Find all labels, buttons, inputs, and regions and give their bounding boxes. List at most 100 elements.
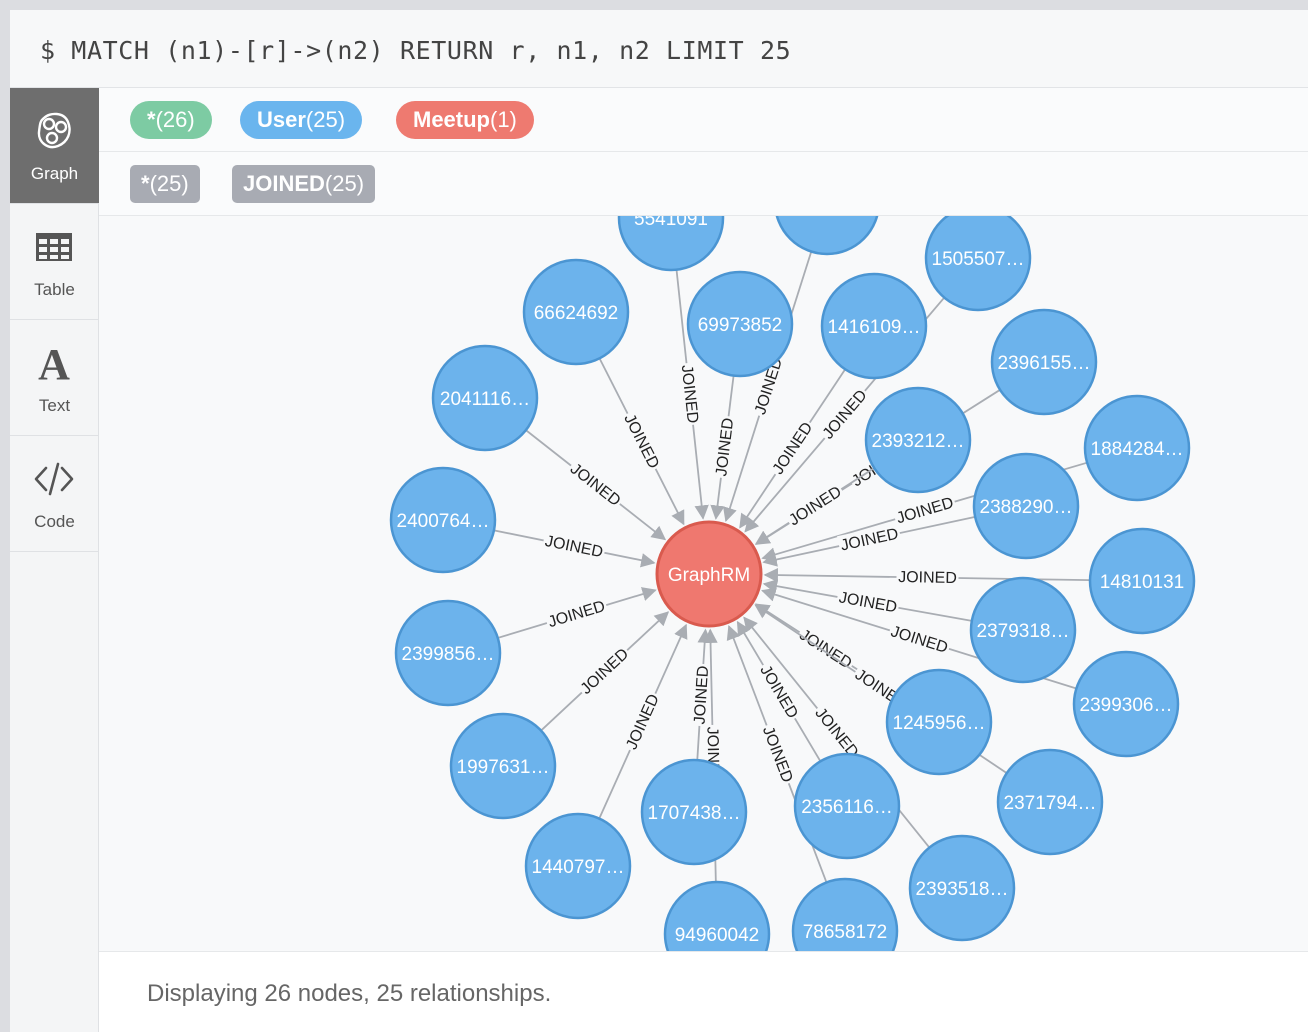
relationship-label-bg	[837, 523, 902, 554]
user-node-circle[interactable]	[969, 576, 1077, 684]
sidebar-item-text[interactable]: A Text	[10, 320, 99, 436]
table-icon	[36, 233, 72, 261]
user-node-circle[interactable]	[775, 216, 879, 256]
relationship-label: JOINED	[838, 589, 899, 616]
rel-pill-all[interactable]: *(25)	[130, 165, 200, 203]
user-node-circle[interactable]	[1072, 650, 1180, 758]
user-node-circle[interactable]	[686, 270, 794, 378]
user-node[interactable]: 2379318…	[969, 576, 1077, 684]
user-node[interactable]: 2396155…	[990, 308, 1098, 416]
user-node-circle[interactable]	[820, 272, 928, 380]
user-node[interactable]: 2041116…	[431, 344, 539, 452]
user-node-circle[interactable]	[864, 386, 972, 494]
relationship-label-bg	[620, 409, 665, 473]
user-node-circle[interactable]	[990, 308, 1098, 416]
user-node[interactable]: 1245956…	[885, 668, 993, 776]
user-node[interactable]: 2399306…	[1072, 650, 1180, 758]
user-node-circle[interactable]	[793, 752, 901, 860]
user-node-circle[interactable]	[394, 599, 502, 707]
relationship-label-bg	[896, 567, 959, 587]
user-node[interactable]: 1505507…	[924, 216, 1032, 312]
user-node-circle[interactable]	[996, 748, 1104, 856]
query-text[interactable]: $ MATCH (n1)-[r]->(n2) RETURN r, n1, n2 …	[40, 36, 792, 65]
relationship-label: JOINED	[811, 705, 861, 761]
meetup-node[interactable]: GraphRM	[655, 520, 763, 628]
user-node[interactable]: 5541091	[617, 216, 725, 272]
user-node[interactable]: 2371794…	[996, 748, 1104, 856]
user-node[interactable]: 69973852	[686, 270, 794, 378]
user-node-label: 69973852	[698, 315, 783, 336]
user-node-label: 78658172	[803, 922, 888, 943]
user-node[interactable]: 2356116…	[793, 752, 901, 860]
label-pill-meetup[interactable]: Meetup(1)	[396, 101, 534, 139]
user-node-circle[interactable]	[791, 877, 899, 952]
relationship-edge[interactable]: JOINED	[689, 628, 712, 761]
relationship-edge[interactable]: JOINED	[762, 579, 972, 622]
sidebar-item-graph[interactable]: Graph	[10, 88, 99, 204]
relationship-edge[interactable]: JOINED	[675, 269, 709, 520]
user-node-circle[interactable]	[1088, 527, 1196, 635]
user-node-label: 1440797…	[532, 857, 625, 878]
relationship-label-bg	[711, 415, 737, 479]
user-node-label: 2393518…	[916, 879, 1009, 900]
relationship-label-bg	[575, 642, 633, 699]
user-node-label: 66624692	[534, 303, 619, 324]
rel-pill-joined[interactable]: JOINED(25)	[232, 165, 376, 203]
query-bar[interactable]: $ MATCH (n1)-[r]->(n2) RETURN r, n1, n2 …	[10, 10, 1308, 88]
user-node-label: 1884284…	[1091, 439, 1184, 460]
sidebar-item-label: Graph	[30, 164, 79, 183]
meetup-node-circle[interactable]	[655, 520, 763, 628]
relationship-edge[interactable]: JOINED	[493, 529, 656, 568]
relationship-label: JOINED	[889, 623, 950, 657]
relationship-label-bg	[620, 689, 663, 754]
user-node[interactable]: 2393518…	[908, 834, 1016, 942]
user-node[interactable]: 2399856…	[394, 599, 502, 707]
sidebar-item-label: Text	[38, 396, 71, 415]
relationship-label-bg	[566, 457, 626, 511]
result-frame: $ MATCH (n1)-[r]->(n2) RETURN r, n1, n2 …	[10, 10, 1308, 1032]
user-node[interactable]: 66624692	[522, 258, 630, 366]
status-bar: Displaying 26 nodes, 25 relationships.	[99, 952, 1308, 1032]
user-node[interactable]: 1440797…	[524, 812, 632, 920]
user-node-circle[interactable]	[908, 834, 1016, 942]
user-node[interactable]: 2393212…	[864, 386, 972, 494]
user-node-circle[interactable]	[663, 880, 771, 952]
user-node[interactable]: 94960042	[663, 880, 771, 952]
user-node[interactable]: 1416109…	[820, 272, 928, 380]
relationship-edge[interactable]: JOINED	[710, 375, 737, 520]
user-node-circle[interactable]	[449, 712, 557, 820]
sidebar-item-table[interactable]: Table	[10, 204, 99, 320]
sidebar-item-code[interactable]: Code	[10, 436, 99, 552]
label-pill-all[interactable]: *(26)	[130, 101, 212, 139]
user-node[interactable]: 1997631…	[449, 712, 557, 820]
user-node-label: 1505507…	[932, 249, 1025, 270]
user-node-circle[interactable]	[524, 812, 632, 920]
user-node-circle[interactable]	[522, 258, 630, 366]
user-node-circle[interactable]	[1083, 394, 1191, 502]
user-node-circle[interactable]	[924, 216, 1032, 312]
user-node-circle[interactable]	[431, 344, 539, 452]
user-node-label: 2396155…	[998, 353, 1091, 374]
label-pill-user[interactable]: User(25)	[240, 101, 363, 139]
user-node[interactable]: 2388290…	[972, 452, 1080, 560]
user-node-circle[interactable]	[617, 216, 725, 272]
user-node-label: 2379318…	[977, 621, 1070, 642]
relationship-label: JOINED	[713, 417, 737, 477]
user-node-circle[interactable]	[640, 758, 748, 866]
user-node-circle[interactable]	[972, 452, 1080, 560]
user-node[interactable]: 1884284…	[1083, 394, 1191, 502]
user-node[interactable]	[775, 216, 879, 256]
user-node[interactable]: 1707438…	[640, 758, 748, 866]
user-node[interactable]: 78658172	[791, 877, 899, 952]
user-node-circle[interactable]	[885, 668, 993, 776]
user-node[interactable]: 2400764…	[389, 466, 497, 574]
relationship-edge[interactable]: JOINED	[497, 587, 657, 639]
user-node-circle[interactable]	[389, 466, 497, 574]
node-labels-legend: *(26) User(25) Meetup(1)	[99, 88, 1308, 152]
user-node[interactable]: 14810131	[1088, 527, 1196, 635]
relationship-label-bg	[689, 663, 712, 727]
sidebar-item-label: Code	[34, 512, 75, 531]
user-node-label: 2388290…	[980, 497, 1073, 518]
